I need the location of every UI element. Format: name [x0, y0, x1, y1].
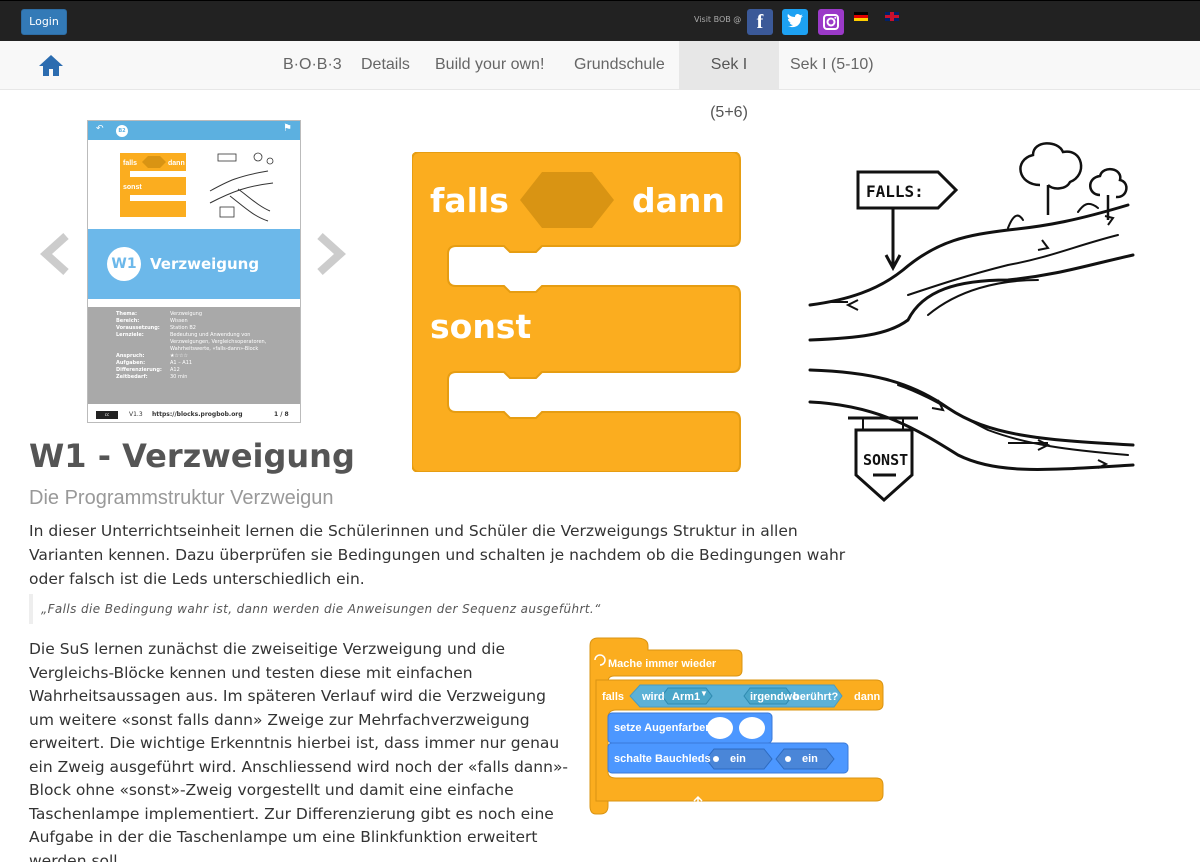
- ein-dropdown-1[interactable]: ein: [730, 753, 746, 765]
- slide-title-band: W1 Verzweigung: [88, 229, 300, 299]
- info-value: Verzweigungen, Vergleichsoperatoren,: [170, 339, 267, 345]
- twitter-icon[interactable]: [782, 9, 808, 35]
- facebook-icon[interactable]: f: [747, 9, 773, 35]
- info-value: Wissen: [170, 318, 188, 324]
- info-value: Wahrheitswerte, «falls-dann»-Block: [170, 346, 259, 352]
- set-eyes-label: setze Augenfarben: [614, 722, 713, 734]
- nav-build-your-own[interactable]: Build your own!: [435, 56, 545, 73]
- info-value: A1 – A11: [170, 360, 193, 366]
- scratch-blocks-shape: [589, 637, 884, 815]
- info-key: Aufgaben:: [116, 360, 146, 366]
- if-label: falls: [602, 691, 625, 703]
- big-falls-text: falls: [430, 181, 509, 220]
- login-button[interactable]: Login: [21, 9, 67, 35]
- slide-url: https://blocks.progbob.org: [152, 411, 243, 418]
- info-value: Bedeutung und Anwendung von: [170, 332, 251, 338]
- mini-block-illustration: falls dann sonst: [120, 152, 274, 222]
- arm-dropdown[interactable]: Arm1: [672, 691, 701, 703]
- slide-version: V1.3: [129, 411, 143, 418]
- irgendwo-dropdown[interactable]: irgendwo: [750, 691, 799, 703]
- intro-paragraph: In dieser Unterrichtseinheit lernen die …: [29, 522, 846, 588]
- info-value: Verzweigung: [170, 311, 203, 317]
- instagram-icon[interactable]: [818, 9, 844, 35]
- slide-page: 1 / 8: [274, 411, 289, 418]
- then-label: dann: [854, 691, 881, 703]
- body-paragraph: Die SuS lernen zunächst die zweiseitige …: [29, 640, 569, 862]
- creative-commons-icon: cc: [96, 411, 118, 419]
- belly-leds-label: schalte Bauchleds: [614, 753, 711, 765]
- back-icon: ↶: [96, 124, 104, 134]
- slide-info-table: Thema: Verzweigung Bereich: Wissen Vorauss…: [88, 307, 300, 404]
- quote-block: „Falls die Bedingung wahr ist, dann werd…: [29, 594, 871, 624]
- info-value: A12: [170, 367, 180, 373]
- big-sonst-text: sonst: [430, 307, 531, 346]
- slide-badge: W1: [107, 247, 141, 281]
- info-key: Thema:: [116, 311, 137, 317]
- slide-number-badge: B2: [116, 125, 128, 137]
- home-icon[interactable]: [38, 53, 64, 77]
- mini-falls-text: falls: [123, 160, 137, 167]
- slide-thumbnail[interactable]: ↶ B2 ⚑ falls dann sonst W1 Verzweigung T…: [87, 120, 301, 423]
- sign-sonst-text: SONST: [863, 451, 908, 469]
- slide-title: Verzweigung: [150, 255, 260, 273]
- info-key: Zeitbedarf:: [116, 374, 148, 380]
- nav-details[interactable]: Details: [361, 56, 410, 73]
- next-slide-arrow-icon[interactable]: [314, 230, 350, 278]
- info-key: [116, 346, 170, 353]
- info-key: Differenzierung:: [116, 367, 162, 373]
- mini-dann-text: dann: [168, 160, 185, 167]
- slide-header: ↶ B2 ⚑: [88, 121, 300, 140]
- road-fork-sketch: FALLS: SONST: [808, 142, 1135, 503]
- nav-grundschule[interactable]: Grundschule: [574, 56, 665, 73]
- info-value: 30 min: [170, 374, 188, 380]
- loop-label: Mache immer wieder: [608, 658, 717, 670]
- top-bar: Login Visit BOB @ f: [0, 0, 1200, 41]
- info-key: Voraussetzung:: [116, 325, 160, 331]
- sign-falls-text: FALLS:: [866, 182, 924, 201]
- beruehrt-label: berührt?: [793, 691, 839, 703]
- big-dann-text: dann: [632, 181, 725, 220]
- nav-sek1-5-10[interactable]: Sek I (5-10): [790, 56, 874, 73]
- scratch-program-image: Mache immer wieder falls wird Arm1 ▼ irg…: [586, 636, 886, 816]
- slide-footer: cc V1.3 https://blocks.progbob.org 1 / 8: [88, 406, 300, 422]
- info-value: ★☆☆☆: [170, 353, 188, 359]
- info-key: [116, 339, 170, 346]
- uk-flag-icon[interactable]: [885, 12, 899, 21]
- page-subtitle: Die Programmstruktur Verzweigun: [29, 487, 334, 509]
- wird-label: wird: [642, 691, 665, 703]
- ein-dropdown-2[interactable]: ein: [802, 753, 818, 765]
- info-key: Anspruch:: [116, 353, 145, 359]
- chevron-down-icon: ▼: [700, 689, 708, 698]
- visit-label: Visit BOB @: [694, 15, 742, 24]
- mini-sonst-text: sonst: [123, 184, 142, 191]
- info-key: Lernziele:: [116, 332, 144, 338]
- main-navbar: B·O·B·3 Details Build your own! Grundsch…: [0, 41, 1200, 121]
- german-flag-icon[interactable]: [854, 12, 868, 21]
- info-key: Bereich:: [116, 318, 140, 324]
- nav-sek1-5-6[interactable]: Sek I (5+6): [679, 41, 779, 121]
- nav-bob3[interactable]: B·O·B·3: [283, 56, 342, 73]
- falls-dann-sonst-block-image: falls dann sonst: [412, 152, 741, 472]
- page-title: W1 - Verzweigung: [29, 437, 355, 475]
- previous-slide-arrow-icon[interactable]: [36, 230, 72, 278]
- info-value: Station B2: [170, 325, 196, 331]
- signpost-icon: ⚑: [283, 123, 292, 134]
